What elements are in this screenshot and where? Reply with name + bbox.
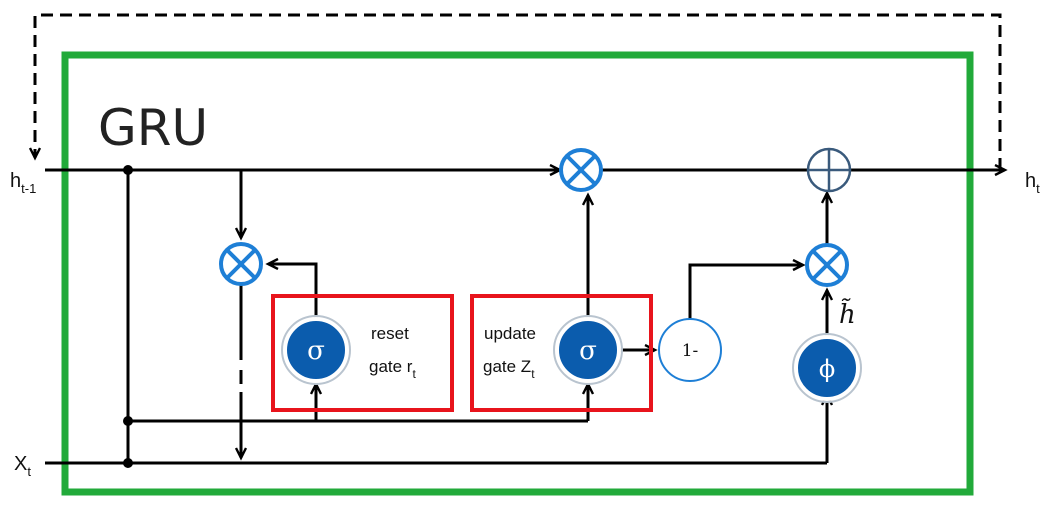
update-gate-label-line1: update — [484, 324, 536, 343]
x-label: Xt — [14, 453, 31, 479]
one-minus-label: 1- — [682, 341, 699, 361]
reset-sigma-node: σ — [281, 315, 351, 385]
reset-sigma-to-mult — [268, 264, 318, 318]
h-prev-label: ht-1 — [10, 170, 36, 196]
recurrent-feedback-dashed — [35, 13, 1002, 170]
one-minus-node: 1- — [658, 318, 722, 382]
update-multiply-op — [559, 148, 603, 192]
h-out-label: ht — [1025, 170, 1040, 196]
reset-gate-label-line1: reset — [371, 324, 409, 343]
reset-gate-label-line2: gate rt — [369, 357, 416, 381]
update-gate-box — [470, 294, 653, 412]
junction-h — [123, 165, 133, 175]
candidate-label: h̃ — [839, 298, 856, 330]
junction-x — [123, 458, 133, 468]
candidate-multiply-op — [805, 243, 849, 287]
diagram-title: GRU — [98, 99, 208, 157]
update-gate-label-line2: gate Zt — [483, 357, 535, 381]
add-op — [806, 147, 852, 193]
reset-gate-box — [271, 294, 454, 412]
phi-node: ϕ — [792, 333, 862, 403]
update-sigma-node: σ — [553, 315, 623, 385]
reset-sigma-symbol: σ — [307, 336, 325, 366]
one-minus-to-lower-mult — [688, 265, 803, 325]
update-sigma-symbol: σ — [579, 336, 597, 366]
gru-frame — [61, 51, 974, 496]
reset-multiply-op — [219, 242, 263, 286]
phi-symbol: ϕ — [819, 355, 835, 383]
